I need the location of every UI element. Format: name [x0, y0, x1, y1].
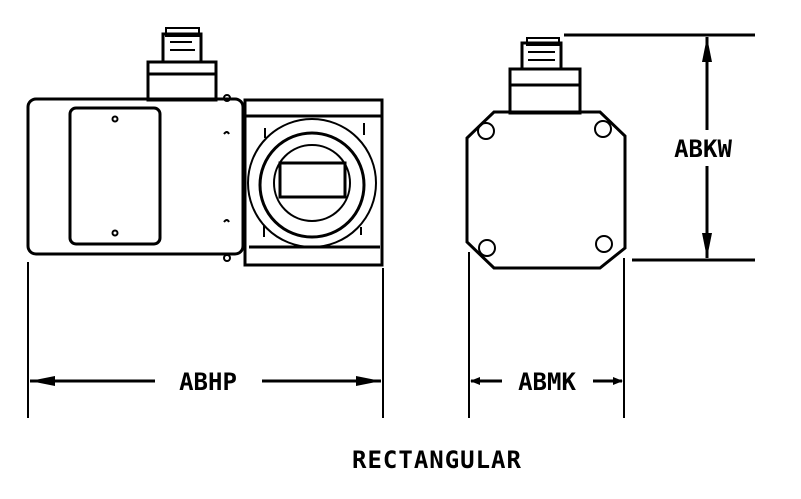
diagram-caption: RECTANGULAR	[352, 446, 522, 474]
dimension-label-abkw: ABKW	[674, 135, 732, 163]
waveguide-flange	[243, 98, 384, 267]
dimension-label-abmk: ABMK	[518, 368, 576, 396]
dimension-abkw: ABKW	[564, 33, 755, 262]
side-view	[465, 37, 627, 270]
mounting-hole	[595, 235, 613, 253]
connector-side	[508, 37, 582, 115]
motor-body-side	[465, 110, 627, 270]
cover-plate	[68, 106, 162, 246]
mounting-hole	[478, 239, 496, 257]
mounting-hole	[477, 122, 495, 140]
mounting-hole	[594, 120, 612, 138]
dimension-label-abhp: ABHP	[179, 368, 237, 396]
front-view	[26, 27, 384, 267]
dimension-abhp: ABHP	[27, 262, 384, 418]
dimension-abmk: ABMK	[468, 252, 625, 418]
motor-body	[26, 97, 245, 256]
connector-front	[146, 27, 218, 102]
waveguide-window	[278, 161, 347, 199]
